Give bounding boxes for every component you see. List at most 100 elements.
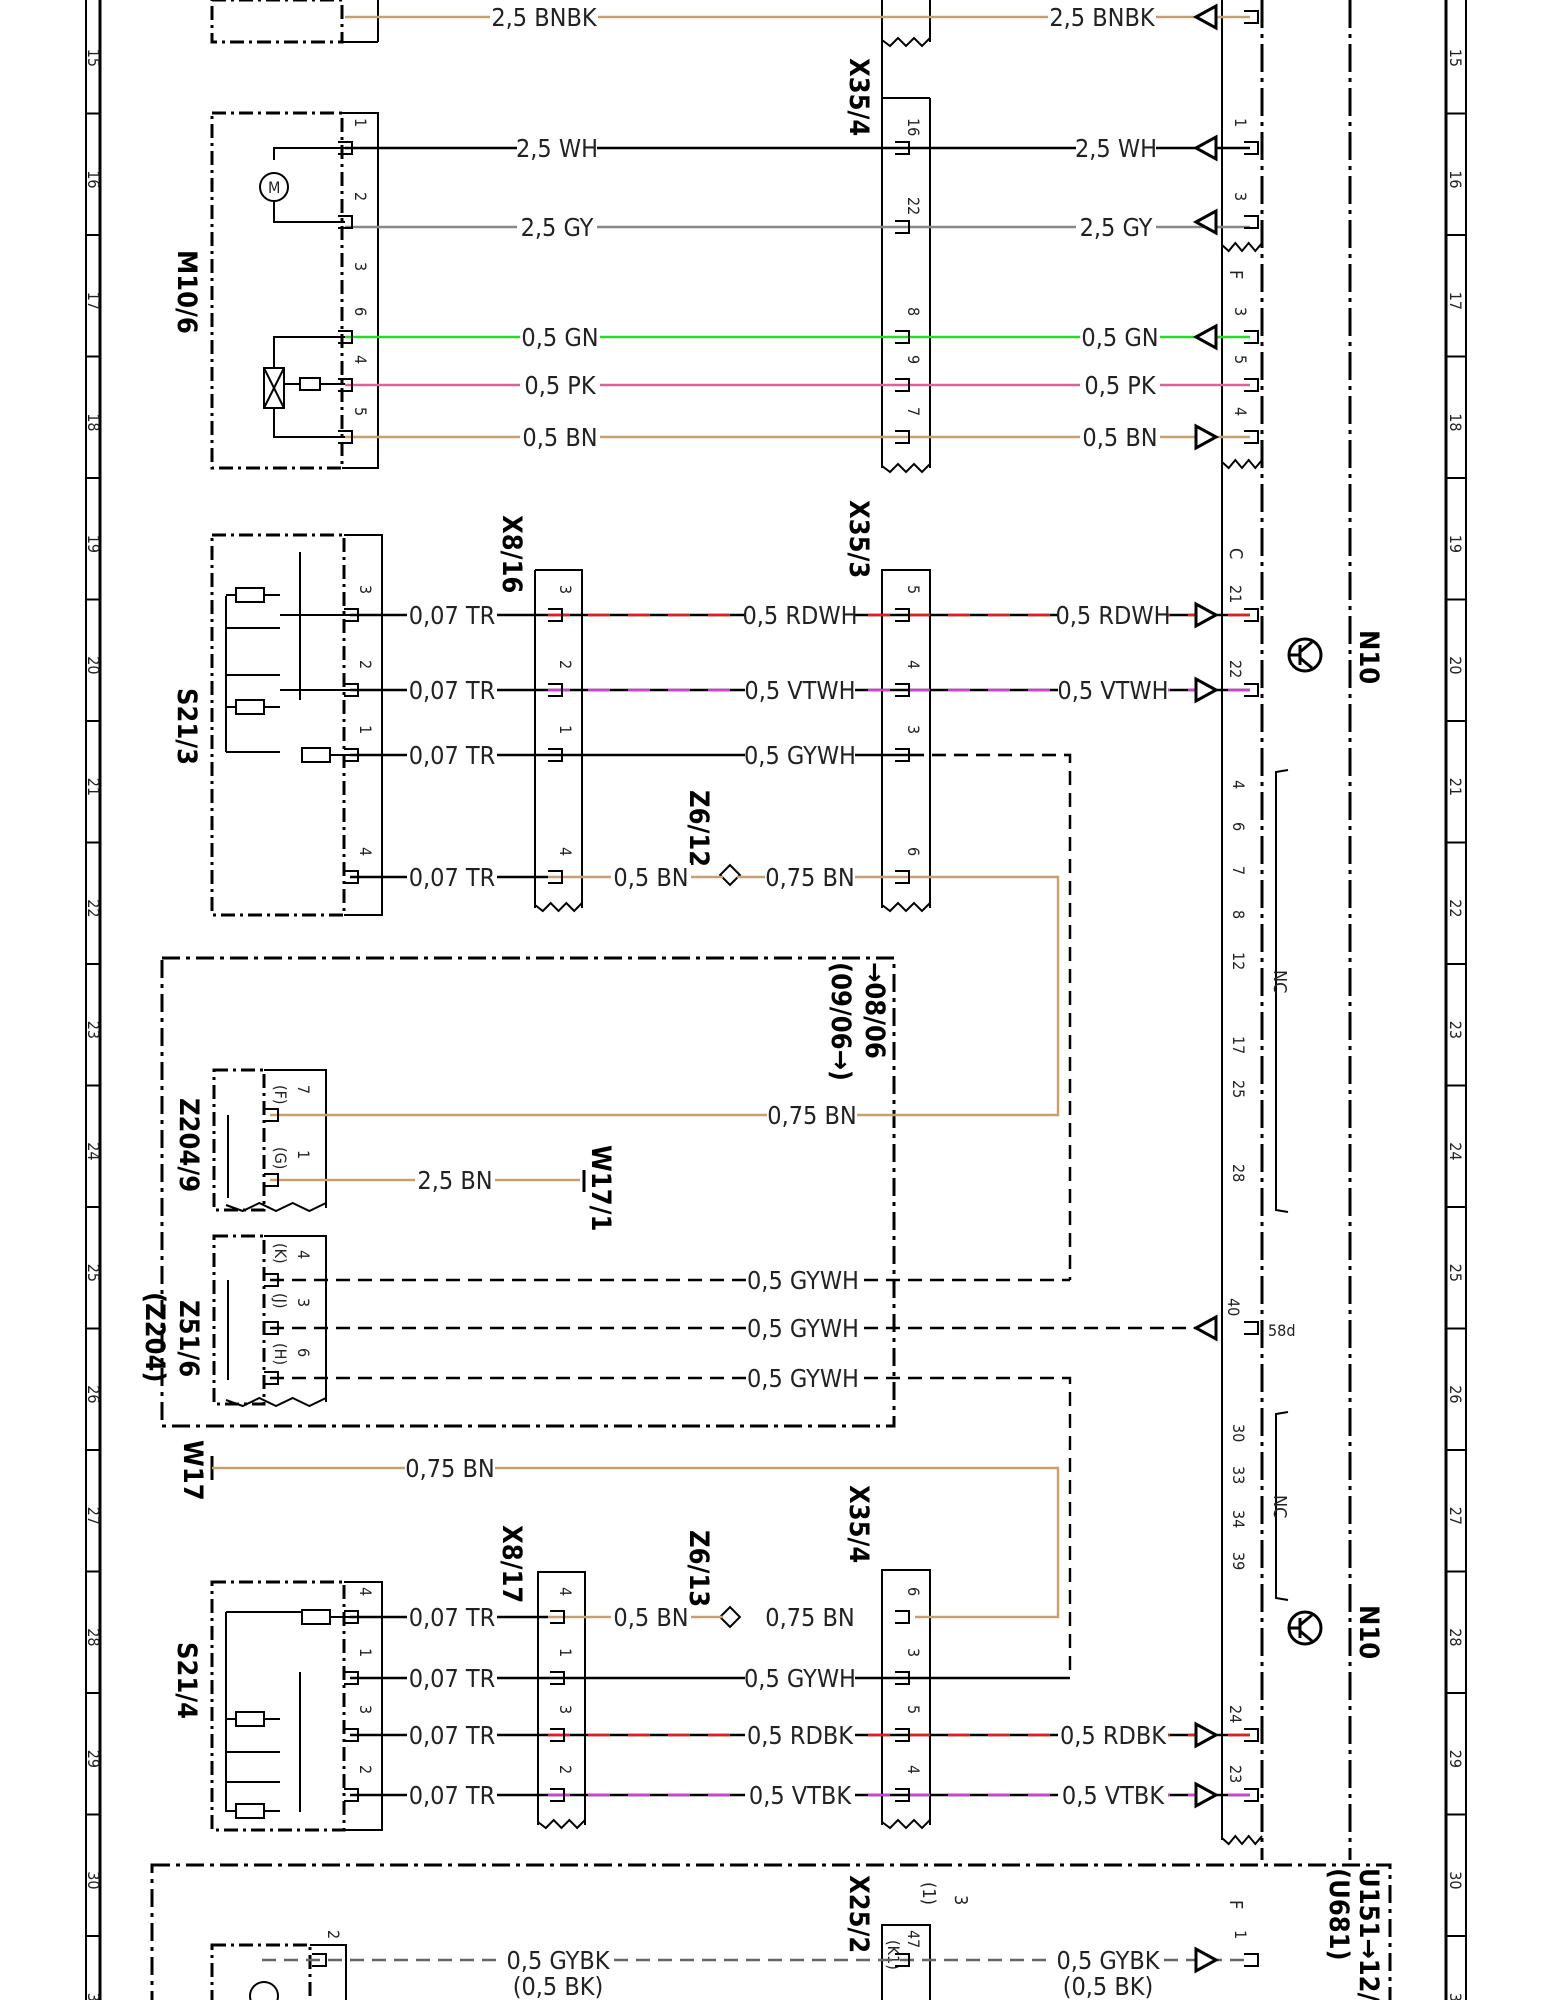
- pin-number: 2: [556, 1765, 575, 1774]
- wire-label: 0,75 BN: [405, 1454, 494, 1483]
- wire-label-bg: [407, 1603, 497, 1631]
- connector-break: [1221, 241, 1263, 253]
- connector-break: [881, 1818, 931, 1830]
- z204-9-connector: [264, 1069, 327, 1208]
- pin-number: 5: [351, 407, 370, 416]
- pin-number: 3: [1231, 307, 1250, 316]
- wire-label: 2,5 GY: [521, 213, 594, 242]
- pin-number: 40: [1224, 1298, 1243, 1316]
- pin-terminal: [895, 1610, 910, 1624]
- row-number-left: 31: [84, 1993, 103, 2000]
- input-arrow: [1192, 134, 1218, 162]
- z51-6-box: [212, 1234, 266, 1406]
- pin-terminal: [1244, 141, 1259, 155]
- row-number-left: 30: [84, 1871, 103, 1889]
- z51-6-label: Z51/6: [173, 1300, 204, 1377]
- row-number-right: 30: [1446, 1871, 1465, 1889]
- z6-12-diamond: [718, 863, 742, 887]
- letter-f2: F: [1225, 1900, 1246, 1909]
- pin-terminal: [344, 748, 359, 762]
- wire-label: 0,5 VTWH: [1057, 676, 1168, 705]
- wire-label: 0,5 RDWH: [1055, 601, 1170, 630]
- pin-terminal: [338, 215, 353, 229]
- pin-number: 1: [556, 725, 575, 734]
- s21-3-label: S21/3: [171, 688, 202, 765]
- pin-terminal: [1244, 1321, 1259, 1335]
- wire-label: 2,5 GY: [1080, 213, 1153, 242]
- frame-rulers: [85, 0, 1467, 2000]
- row-number-right: 23: [1446, 1021, 1465, 1039]
- m10-6-box: [210, 0, 344, 470]
- pin-layer: 1264531622897213354321432145436212246781…: [264, 10, 1259, 1967]
- pin-number: (H): [271, 1343, 290, 1365]
- u151-label: U151→12/: [1353, 1868, 1384, 2000]
- pin-terminal: [312, 1953, 327, 1967]
- wire-label: 0,5 GYBK: [507, 1946, 611, 1975]
- wire-label-bg: [745, 1721, 855, 1749]
- wire-label: 0,5 BN: [613, 863, 688, 892]
- pin-terminal: [338, 430, 353, 444]
- wire-label: 0,5 RDBK: [747, 1721, 854, 1750]
- output-arrow: [1194, 1781, 1220, 1809]
- wire-label-bg: [611, 1603, 691, 1631]
- pin-number: 2: [324, 1930, 343, 1939]
- n10-ecu-symbol-a: [1287, 637, 1323, 673]
- pin-terminal: [264, 1173, 279, 1187]
- connector-break: [225, 1201, 327, 1213]
- wire-label-bg: [1058, 601, 1168, 629]
- wire-segment: [910, 753, 1072, 1280]
- pin-number: 28: [1229, 1164, 1248, 1182]
- row-number-right: 31: [1446, 1993, 1465, 2000]
- pin-number: 1: [1231, 1930, 1250, 1939]
- row-number-left: 29: [84, 1750, 103, 1768]
- row-number-right: 25: [1446, 1264, 1465, 1282]
- pin-terminal: [344, 683, 359, 697]
- input-arrow: [1192, 3, 1218, 31]
- wire-label-bg: [745, 741, 855, 769]
- pin-number: 4: [904, 1765, 923, 1774]
- pin-number: 4: [904, 660, 923, 669]
- pin-number: 21: [1226, 585, 1245, 603]
- pin-terminal: [895, 141, 910, 155]
- wire-label: 2,5 BNBK: [1049, 3, 1156, 32]
- s21-3-box: [210, 533, 346, 917]
- wire-segment: [737, 875, 1060, 1117]
- bottom-switch-connector: [310, 1944, 347, 2000]
- pin-terminal: [895, 748, 910, 762]
- pin-terminal: [264, 1273, 279, 1287]
- pin-number: 4: [356, 1587, 375, 1596]
- pin-terminal: [895, 1728, 910, 1742]
- letter-c: C: [1225, 548, 1246, 559]
- row-number-right: 22: [1446, 899, 1465, 917]
- row-number-right: 16: [1446, 170, 1465, 188]
- wire-label-bg: [517, 134, 597, 162]
- ruler-ticks: [86, 112, 1466, 1937]
- wire-label-bg: [520, 423, 600, 451]
- z6-13-diamond: [718, 1605, 742, 1629]
- pin-terminal: [338, 141, 353, 155]
- pin-number: 3: [294, 1298, 313, 1307]
- pin-number: 22: [1226, 660, 1245, 678]
- letter-f1: F: [1225, 270, 1246, 279]
- wire-label: 0,5 BN: [522, 423, 597, 452]
- n10-label-b: N10: [1353, 1605, 1384, 1659]
- pin-number: 30: [1229, 1424, 1248, 1442]
- output-arrow: [1194, 676, 1220, 704]
- bottom-switch-box: [210, 1943, 312, 2000]
- row-number-right: 26: [1446, 1385, 1465, 1403]
- date-b-label: (09/06→): [825, 962, 856, 1081]
- wire-label: 0,5 GYWH: [744, 1664, 856, 1693]
- x35-4-top-label: X35/4: [843, 58, 874, 136]
- pin-terminal: [1244, 215, 1259, 229]
- pin-number: 4: [356, 847, 375, 856]
- z204-paren-label: (Z204): [139, 1292, 170, 1383]
- wire-label: (0,5 BK): [1063, 1972, 1154, 2000]
- pin-number: 2: [556, 660, 575, 669]
- pin-number: 6: [904, 1587, 923, 1596]
- pin-58d: 58d: [1268, 1321, 1295, 1340]
- pin-number: 2: [356, 1765, 375, 1774]
- wire-label: 2,5 BNBK: [491, 3, 598, 32]
- x8-16-label: X8/16: [496, 515, 527, 593]
- pin-terminal: [895, 870, 910, 884]
